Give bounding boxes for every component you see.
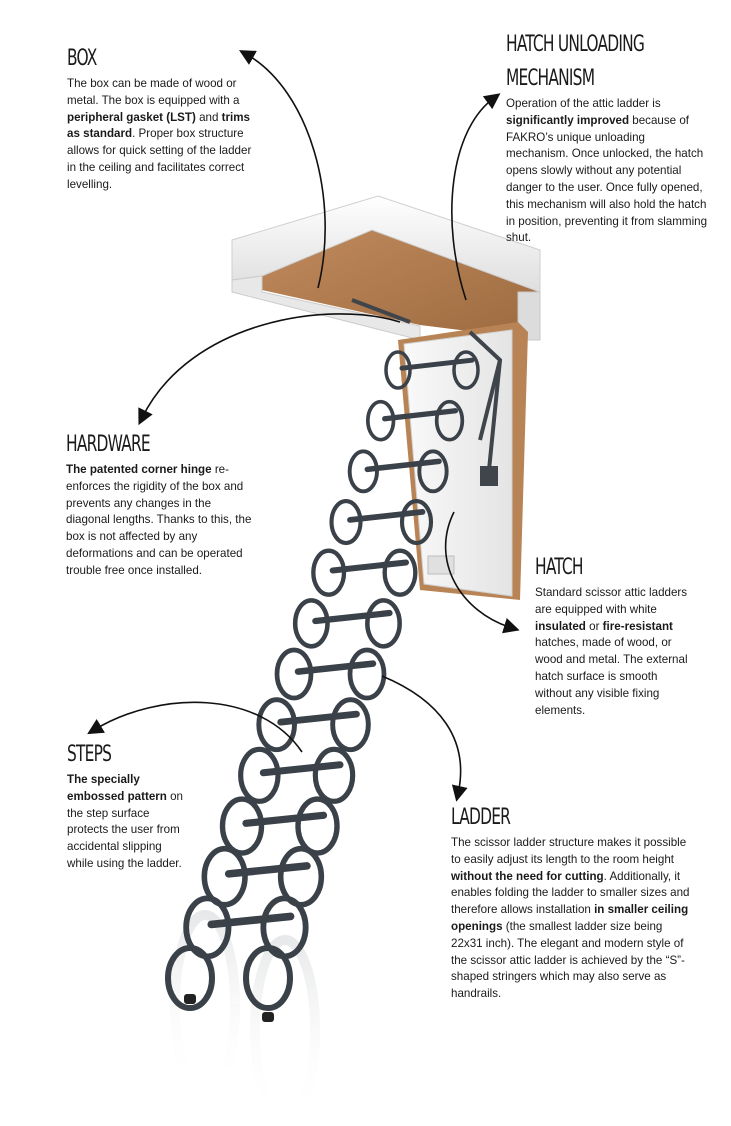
arrow-hatch: [444, 511, 520, 634]
right-stringer-loop: [347, 647, 387, 701]
callout-hatch-unloading-title-1: HATCH UNLOADING: [506, 32, 645, 57]
left-stringer-loop: [274, 647, 314, 701]
right-stringer-loop: [330, 697, 371, 753]
right-stringer-loop: [417, 449, 449, 494]
arrow-hardware: [138, 313, 401, 426]
bold-text-run: without the need for cutting: [451, 869, 604, 883]
ladder-step: [364, 458, 442, 473]
ladder-step: [224, 862, 311, 878]
callout-hatch-unloading: HATCH UNLOADING MECHANISM Operation of t…: [506, 28, 710, 247]
ladder-foot: [262, 1012, 274, 1022]
ladder-step: [207, 912, 295, 929]
callout-hatch-text: Standard scissor attic ladders are equip…: [535, 585, 697, 719]
callout-steps-title: STEPS: [67, 742, 112, 767]
callout-hatch-unloading-text: Operation of the attic ladder is signifi…: [506, 96, 710, 247]
bold-text-run: peripheral gasket (LST): [67, 110, 196, 124]
arrow-box: [239, 50, 326, 289]
unloading-mechanism: [351, 298, 503, 486]
ladder-foot: [184, 994, 196, 1004]
right-stringer-loop: [399, 498, 434, 546]
left-stringer-loop: [384, 350, 412, 390]
arrow-ladder: [381, 675, 468, 802]
bold-text-run: in smaller ceiling openings: [451, 903, 689, 933]
callout-hatch-unloading-title-2: MECHANISM: [506, 66, 595, 91]
floor-reflection: [170, 910, 320, 1125]
text-run: . Additionally, it enables folding the l…: [451, 869, 690, 917]
text-run: . Proper box structure allows for quick …: [67, 127, 252, 191]
right-stringer-loop: [295, 796, 340, 856]
right-stringer-loop: [312, 746, 356, 804]
bold-text-run: The specially embossed pattern: [67, 773, 167, 803]
left-stringer-loop: [292, 598, 330, 649]
callout-hatch-title: HATCH: [535, 555, 584, 580]
scissor-ladder: [165, 350, 480, 1022]
callout-hardware-title: HARDWARE: [66, 432, 151, 457]
left-stringer-loop: [201, 845, 248, 908]
callout-arrows: [87, 50, 520, 802]
callout-hatch: HATCH Standard scissor attic ladders are…: [535, 551, 697, 719]
text-run: re-enforces the rigidity of the box and …: [66, 463, 252, 577]
text-run: Standard scissor attic ladders are equip…: [535, 586, 688, 616]
callout-ladder-title: LADDER: [451, 805, 511, 830]
left-stringer-loop: [256, 697, 297, 753]
callout-box-text: The box can be made of wood or metal. Th…: [67, 76, 259, 194]
left-stringer-loop: [365, 399, 396, 442]
callout-steps-text: The specially embossed pattern on the st…: [67, 772, 189, 873]
left-stringer-loop: [329, 498, 363, 546]
right-stringer-loop: [365, 598, 402, 649]
ladder-step: [399, 357, 475, 371]
text-run: because of FAKRO’s unique unloading mech…: [506, 113, 708, 245]
left-stringer-loop: [311, 548, 347, 597]
arrow-hatch-unloading: [451, 93, 501, 301]
callout-hardware-text: The patented corner hinge re-enforces th…: [66, 462, 252, 580]
left-stringer-loop: [238, 746, 281, 804]
right-stringer-loop: [434, 399, 465, 442]
bold-text-run: significantly improved: [506, 113, 630, 127]
bold-text-run: insulated: [535, 619, 586, 633]
text-run: on the step surface protects the user fr…: [67, 789, 183, 870]
callout-steps: STEPS The specially embossed pattern on …: [67, 738, 189, 873]
right-stringer-loop: [382, 548, 418, 597]
callout-box: BOX The box can be made of wood or metal…: [67, 42, 259, 194]
bold-text-run: fire-resistant: [602, 619, 673, 633]
left-stringer-loop: [165, 945, 215, 1011]
callout-ladder-text: The scissor ladder structure makes it po…: [451, 835, 691, 1003]
text-run: Operation of the attic ladder is: [506, 97, 661, 110]
bold-text-run: trims as standard: [67, 110, 251, 141]
callout-box-title: BOX: [67, 46, 97, 71]
text-run: The scissor ladder structure makes it po…: [451, 836, 687, 866]
bold-text-run: The patented corner hinge: [66, 463, 212, 476]
left-stringer-loop: [347, 449, 379, 494]
left-stringer-loop: [219, 796, 265, 856]
right-stringer-loop: [452, 350, 480, 390]
text-run: hatches, made of wood, or wood and metal…: [535, 636, 688, 717]
arrow-steps: [87, 701, 303, 753]
right-stringer-loop: [243, 945, 293, 1011]
text-run: The box can be made of wood or metal. Th…: [67, 77, 240, 107]
text-run: or: [585, 619, 603, 633]
box-front-face: [231, 275, 421, 341]
box-inner-wood: [262, 230, 540, 340]
callout-ladder: LADDER The scissor ladder structure make…: [451, 801, 691, 1003]
ladder-step: [382, 408, 459, 422]
callout-hardware: HARDWARE The patented corner hinge re-en…: [66, 428, 252, 580]
text-run: (the smallest ladder size being 22x31 in…: [451, 919, 685, 1001]
text-run: and: [195, 110, 222, 124]
